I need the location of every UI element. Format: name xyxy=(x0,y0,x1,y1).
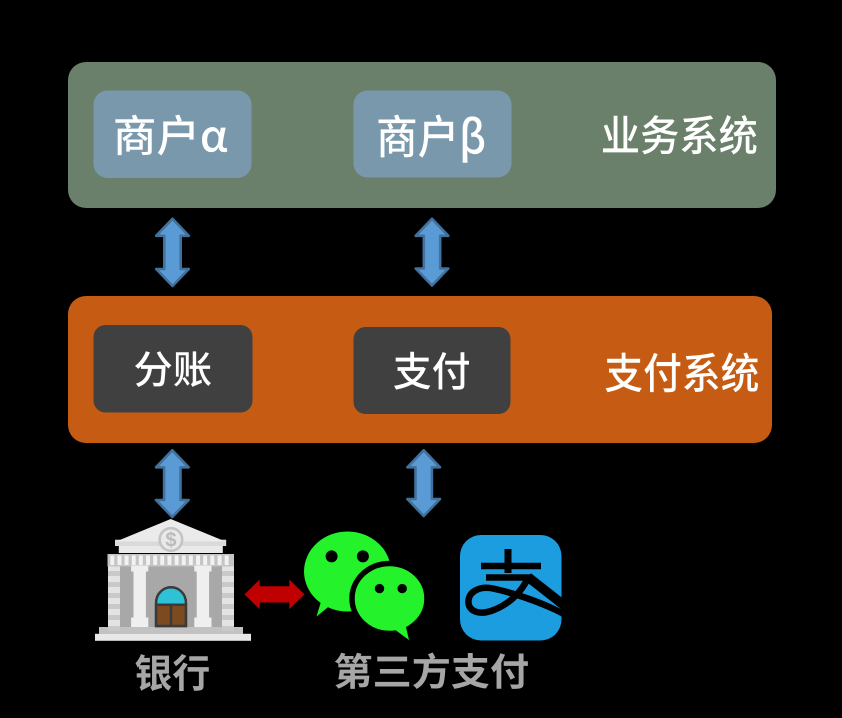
svg-text:$: $ xyxy=(165,529,176,551)
